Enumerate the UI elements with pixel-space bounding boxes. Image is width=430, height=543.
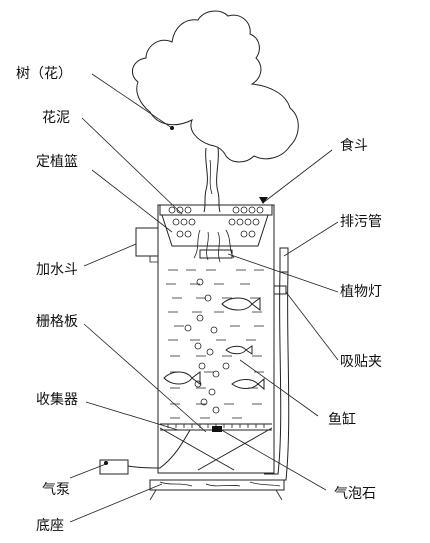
- feeder-icon: [259, 197, 268, 204]
- label-basket: 定植篮: [36, 154, 78, 170]
- label-filler: 加水斗: [36, 262, 78, 278]
- plant-lamp: [199, 249, 233, 259]
- label-grid: 栅格板: [36, 314, 78, 330]
- label-collector: 收集器: [36, 391, 78, 408]
- label-lamp: 植物灯: [340, 284, 382, 300]
- label-clip: 吸贴夹: [340, 354, 382, 370]
- label-base: 底座: [36, 518, 64, 534]
- label-mud: 花泥: [42, 110, 70, 126]
- planting-basket: [159, 204, 273, 263]
- label-stone: 气泡石: [334, 486, 376, 502]
- fish: [163, 297, 265, 391]
- label-pump: 气泵: [42, 482, 70, 498]
- air-stone: [212, 426, 222, 432]
- drain-pipe: [264, 247, 290, 481]
- base: [149, 479, 285, 501]
- collector: [159, 427, 273, 471]
- air-pump: [99, 429, 212, 475]
- label-tank: 鱼缸: [328, 411, 356, 428]
- bubbles: [184, 278, 230, 414]
- water-filler: [135, 227, 158, 257]
- leader-lines: [69, 73, 339, 523]
- tree-canopy: [131, 10, 299, 213]
- fish-tank: [135, 204, 275, 474]
- water-lines: [166, 269, 264, 419]
- label-tree: 树（花）: [16, 66, 72, 82]
- label-drain: 排污管: [340, 214, 382, 230]
- labels: 树（花） 花泥 定植篮 加水斗 栅格板 收集器 气泵 底座 食斗 排污管 植物灯…: [16, 66, 382, 534]
- mud-pebbles: [168, 206, 264, 238]
- label-feeder: 食斗: [340, 137, 368, 154]
